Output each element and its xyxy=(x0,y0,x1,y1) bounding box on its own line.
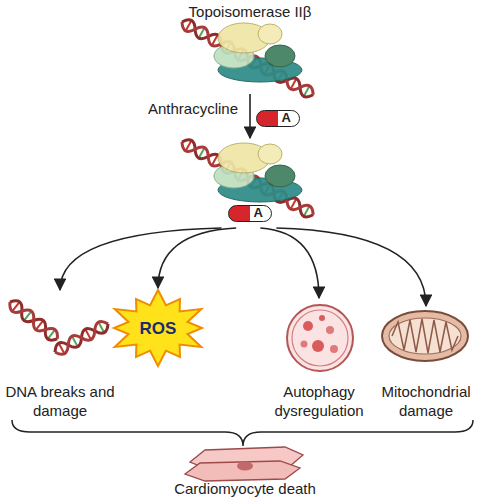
node-text: Topoisomerase IIβ xyxy=(189,2,312,21)
illustration-node: Mitochondrial damage xyxy=(376,306,476,420)
illustration-node: Topoisomerase IIβ xyxy=(175,2,325,94)
node-text: Mitochondrial damage xyxy=(376,382,476,420)
drug-pill: A xyxy=(228,205,272,222)
node-text: Cardiomyocyte death xyxy=(174,479,316,498)
arrow-connector xyxy=(249,94,251,138)
node-text: ROS xyxy=(140,319,177,338)
edge-label: Anthracycline xyxy=(148,99,238,118)
illustration-node: Cardiomyocyte death xyxy=(165,446,325,498)
arrow-connector xyxy=(276,228,426,306)
arrow-connector xyxy=(260,228,319,298)
arrow-connector xyxy=(60,228,222,290)
node-text: Autophagy dysregulation xyxy=(265,382,373,420)
node-text: DNA breaks and damage xyxy=(2,382,118,420)
drug-pill: A xyxy=(256,110,300,127)
star-node: ROS xyxy=(106,288,210,368)
illustration-node: DNA breaks and damage xyxy=(2,290,118,420)
illustration-node: Autophagy dysregulation xyxy=(265,298,373,420)
arrow-connector xyxy=(158,228,236,288)
drug-complex: A xyxy=(190,138,310,228)
